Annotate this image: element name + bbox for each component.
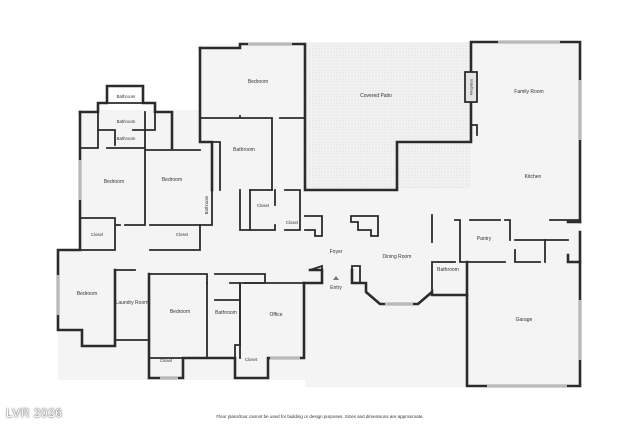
label-closet-6: Closet xyxy=(245,357,258,362)
label-closet-3: Closet xyxy=(257,203,270,208)
label-kitchen: Kitchen xyxy=(525,174,542,180)
label-covered-patio: Covered Patio xyxy=(360,93,392,99)
label-dining-room: Dining Room xyxy=(383,254,412,260)
label-closet-4: Closet xyxy=(286,220,299,225)
label-foyer: Foyer xyxy=(330,249,343,255)
windows xyxy=(56,40,582,388)
label-closet-2: Closet xyxy=(176,232,189,237)
label-bedroom-west2: Bedroom xyxy=(162,177,182,183)
label-garage: Garage xyxy=(516,317,533,323)
label-closet-5: Closet xyxy=(160,358,173,363)
covered-patio-area xyxy=(307,43,471,189)
label-bathroom-mid: Bathroom xyxy=(204,195,209,214)
label-closet-1: Closet xyxy=(91,232,104,237)
label-office: Office xyxy=(270,312,283,318)
label-entry: Entry xyxy=(330,285,342,291)
label-bathroom-nw-1: Bathroom xyxy=(117,119,136,124)
label-bathroom-nw-top: Bathroom xyxy=(117,94,136,99)
label-bedroom-southwest: Bedroom xyxy=(77,291,97,297)
label-bathroom-nw-2: Bathroom xyxy=(117,136,136,141)
interior-walls xyxy=(79,71,581,359)
label-bedroom-north: Bedroom xyxy=(248,79,268,85)
label-family-room: Family Room xyxy=(514,89,543,95)
label-bathroom-east: Bathroom xyxy=(437,267,459,273)
label-laundry-room: Laundry Room xyxy=(116,300,149,306)
label-bathroom-south: Bathroom xyxy=(215,310,237,316)
label-bathroom-center: Bathroom xyxy=(233,147,255,153)
entry-arrow-icon xyxy=(333,276,339,280)
label-bedroom-south: Bedroom xyxy=(170,309,190,315)
watermark-logo: LVR 2026 xyxy=(6,406,63,420)
label-fireplace: Fireplace xyxy=(469,78,474,95)
disclaimer-text: Floor plans/tour cannot be used for buil… xyxy=(216,414,424,419)
label-bedroom-west: Bedroom xyxy=(104,179,124,185)
room-labels: Family Room Covered Patio Fireplace Kitc… xyxy=(77,78,544,363)
label-pantry: Pantry xyxy=(477,236,492,242)
